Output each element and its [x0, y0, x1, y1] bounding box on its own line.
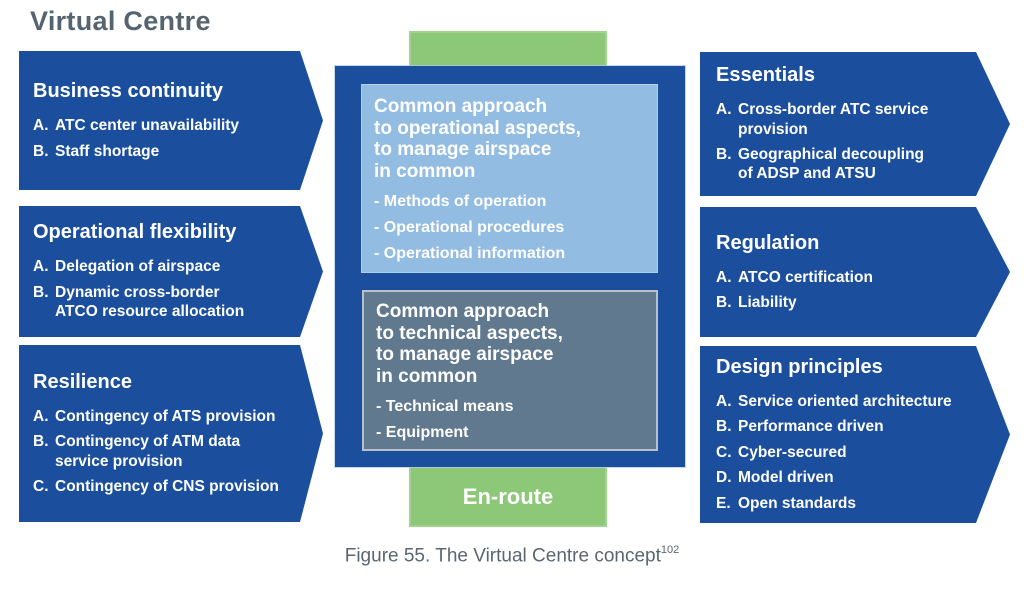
bullet-item: - Equipment	[376, 423, 469, 441]
figure-caption-footnote-ref: 102	[660, 544, 680, 556]
heading-line: Common approach	[374, 96, 548, 117]
figure-caption-text: Figure 55. The Virtual Centre concept	[344, 545, 661, 567]
item-text: Model driven	[738, 469, 834, 487]
category-box-essentials: Essentials A. Cross-border ATC service p…	[700, 52, 1010, 196]
category-title: Operational flexibility	[33, 221, 237, 244]
item-text: Cross-border ATC service provision	[738, 101, 929, 138]
category-title: Business continuity	[33, 80, 224, 103]
category-item: D. Model driven	[716, 468, 970, 487]
item-label: B.	[716, 418, 732, 436]
category-box-regulation: Regulation A. ATCO certification B. Liab…	[700, 207, 1010, 337]
category-item: B. Liability	[716, 293, 970, 312]
category-title: Essentials	[716, 64, 815, 87]
operational-aspects-box: Common approach to operational aspects, …	[361, 84, 658, 273]
heading-line: to manage airspace	[376, 344, 554, 366]
category-item: C. Contingency of CNS provision	[33, 477, 287, 496]
item-label: B.	[33, 142, 49, 160]
heading-line: to operational aspects,	[374, 117, 581, 139]
category-title: Resilience	[33, 370, 132, 393]
bullet-item: - Operational information	[374, 244, 566, 262]
item-label: E.	[716, 494, 731, 512]
technical-aspects-bullets: - Technical means - Equipment	[376, 398, 644, 442]
item-label: A.	[716, 268, 732, 286]
category-item: A. Delegation of airspace	[33, 257, 287, 276]
category-item: C. Cyber-secured	[716, 443, 970, 462]
item-label: B.	[33, 433, 49, 451]
common-approach-container: Common approach to operational aspects, …	[335, 66, 685, 467]
category-item: A. Cross-border ATC service provision	[716, 100, 970, 139]
technical-aspects-box: Common approach to technical aspects, to…	[362, 290, 658, 451]
item-text: Dynamic cross-border ATCO resource alloc…	[55, 283, 245, 321]
category-title: Design principles	[716, 356, 883, 379]
item-text: Geographical decoupling of ADSP and ATSU	[738, 146, 925, 183]
item-text: Liability	[738, 294, 797, 311]
category-item: A. ATC center unavailability	[33, 116, 287, 135]
heading-line: to manage airspace	[374, 139, 552, 161]
category-item: B. Staff shortage	[33, 142, 287, 161]
category-box-resilience: Resilience A. Contingency of ATS provisi…	[19, 345, 323, 522]
category-item: E. Open standards	[716, 494, 970, 513]
category-item: A. ATCO certification	[716, 268, 970, 287]
item-text: Delegation of airspace	[55, 258, 221, 276]
heading-line: in common	[376, 365, 478, 387]
category-item: B. Contingency of ATM data service provi…	[33, 432, 287, 471]
category-item: B. Performance driven	[716, 417, 970, 436]
item-text: Service oriented architecture	[738, 393, 952, 411]
heading-line: Common approach	[376, 301, 550, 322]
item-text: Performance driven	[738, 418, 884, 436]
item-label: B.	[716, 146, 732, 163]
item-text: Contingency of ATS provision	[55, 407, 276, 425]
page-title: Virtual Centre	[30, 6, 211, 36]
heading-line: to technical aspects,	[376, 322, 563, 344]
figure-caption: Figure 55. The Virtual Centre concept102	[0, 544, 1024, 567]
item-label: C.	[716, 443, 732, 461]
en-route-label: En-route	[462, 484, 554, 509]
item-label: A.	[716, 101, 732, 119]
operational-aspects-heading: Common approach to operational aspects, …	[374, 96, 645, 183]
item-label: B.	[33, 283, 49, 301]
item-text: Staff shortage	[55, 142, 160, 160]
item-text: Contingency of CNS provision	[55, 477, 279, 495]
item-label: A.	[716, 393, 732, 411]
item-label: A.	[33, 407, 49, 425]
bullet-item: - Technical means	[376, 397, 514, 415]
item-text: Open standards	[738, 494, 856, 512]
operational-aspects-bullets: - Methods of operation - Operational pro…	[374, 193, 645, 263]
item-text: Cyber-secured	[738, 443, 847, 461]
item-label: C.	[33, 477, 49, 495]
category-item: B. Dynamic cross-border ATCO resource al…	[33, 283, 287, 322]
item-label: A.	[33, 117, 49, 135]
category-item: B. Geographical decoupling of ADSP and A…	[716, 145, 970, 184]
item-label: D.	[716, 469, 732, 487]
category-box-operational-flexibility: Operational flexibility A. Delegation of…	[19, 206, 323, 337]
item-text: Contingency of ATM data service provisio…	[55, 433, 241, 470]
category-item: A. Contingency of ATS provision	[33, 407, 287, 426]
bullet-item: - Operational procedures	[374, 218, 565, 236]
item-label: A.	[33, 258, 49, 276]
item-text: ATC center unavailability	[55, 117, 240, 135]
heading-line: in common	[374, 160, 476, 182]
category-box-design-principles: Design principles A. Service oriented ar…	[700, 346, 1010, 523]
technical-aspects-heading: Common approach to technical aspects, to…	[376, 301, 644, 388]
category-box-business-continuity: Business continuity A. ATC center unavai…	[19, 51, 323, 190]
item-text: ATCO certification	[738, 268, 873, 286]
item-label: B.	[716, 294, 732, 311]
bullet-item: - Methods of operation	[374, 192, 547, 210]
category-title: Regulation	[716, 231, 820, 254]
category-item: A. Service oriented architecture	[716, 392, 970, 411]
